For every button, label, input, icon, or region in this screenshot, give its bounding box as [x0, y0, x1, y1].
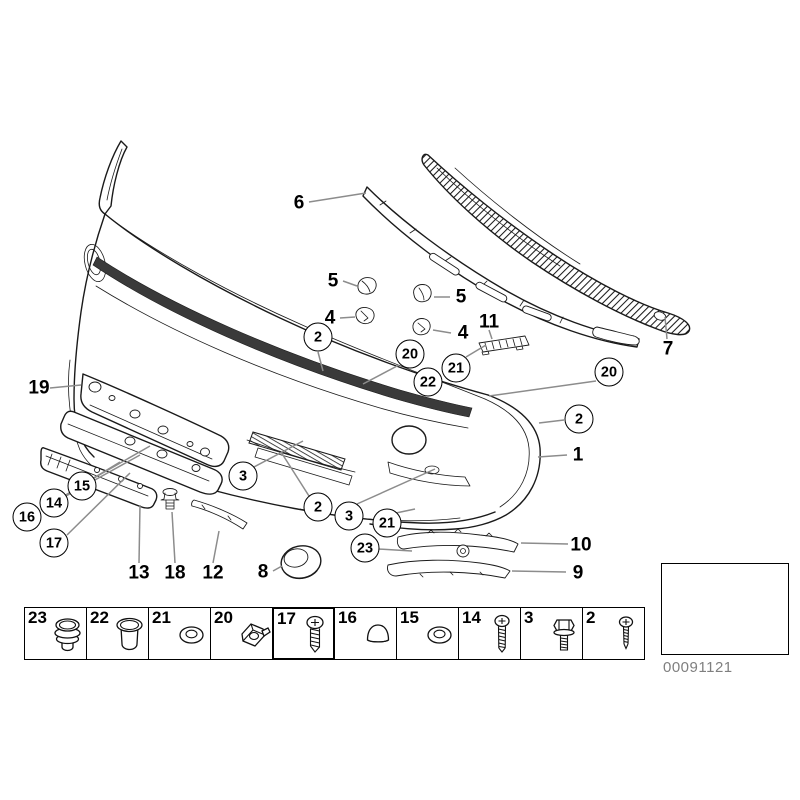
legend-cell-16[interactable]: 16 [334, 607, 397, 660]
part-label-9-10[interactable]: 9 [572, 562, 584, 584]
circled-callout-2-11[interactable]: 2 [303, 492, 333, 522]
legend-cell-20[interactable]: 20 [210, 607, 273, 660]
part-label-12-14[interactable]: 12 [202, 562, 224, 584]
circled-callout-20-1[interactable]: 20 [395, 339, 425, 369]
circled-callout-17-10[interactable]: 17 [39, 528, 69, 558]
long-screw-icon [483, 613, 519, 657]
circled-callout-20-4[interactable]: 20 [594, 357, 624, 387]
circled-callout-21-13[interactable]: 21 [372, 508, 402, 538]
circled-callout-21-2[interactable]: 21 [441, 353, 471, 383]
leader-lines [40, 192, 668, 573]
part-label-1-8[interactable]: 1 [572, 444, 584, 466]
part-label-10-9[interactable]: 10 [570, 534, 592, 556]
bracket-11-art [478, 335, 530, 356]
circled-callout-22-3[interactable]: 22 [413, 367, 443, 397]
legend-number: 2 [586, 608, 596, 627]
washer-icon [421, 613, 457, 657]
lower-strip-10-art [396, 528, 519, 558]
bushing-icon [111, 613, 147, 657]
circled-callout-15-7[interactable]: 15 [67, 471, 97, 501]
part-label-8-11[interactable]: 8 [257, 561, 269, 583]
legend-number: 22 [90, 608, 109, 627]
expanding-rivet-18-art [160, 488, 180, 510]
legend-cell-21[interactable]: 21 [148, 607, 211, 660]
part-label-11-6[interactable]: 11 [478, 311, 500, 333]
pan-screw-icon [296, 614, 332, 658]
trim-strip-6-art [362, 186, 640, 348]
circled-callout-3-6[interactable]: 3 [228, 461, 258, 491]
washer-icon [173, 613, 209, 657]
car-thumbnail-box [661, 563, 789, 655]
part-label-7-1[interactable]: 7 [662, 338, 674, 360]
legend-strip: 23 22 21 20 17 16 15 14 3 2 [24, 607, 645, 660]
lower-strip-9-art [387, 559, 511, 579]
diagram-code: 00091121 [663, 659, 733, 676]
part-label-6-0[interactable]: 6 [293, 192, 305, 214]
circled-callout-23-14[interactable]: 23 [350, 533, 380, 563]
legend-number: 3 [524, 608, 534, 627]
legend-cell-17[interactable]: 17 [272, 607, 335, 660]
legend-number: 14 [462, 608, 481, 627]
plate-carrier-art [60, 410, 223, 495]
legend-number: 17 [277, 609, 296, 628]
impact-strip-7-art [421, 153, 691, 336]
part-label-5-2[interactable]: 5 [327, 270, 339, 292]
legend-number: 15 [400, 608, 419, 627]
legend-cell-22[interactable]: 22 [86, 607, 149, 660]
bezel-ring-8-art [280, 545, 322, 580]
legend-cell-3[interactable]: 3 [520, 607, 583, 660]
legend-cell-2[interactable]: 2 [582, 607, 645, 660]
hex-bolt-icon [545, 613, 581, 657]
part-label-13-12[interactable]: 13 [128, 562, 150, 584]
legend-number: 23 [28, 608, 47, 627]
support-plate-19-art [80, 373, 230, 468]
legend-cell-15[interactable]: 15 [396, 607, 459, 660]
clip-nut-icon [235, 613, 271, 657]
circled-callout-2-0[interactable]: 2 [303, 322, 333, 352]
legend-cell-14[interactable]: 14 [458, 607, 521, 660]
small-screw-icon [607, 613, 643, 657]
part-label-19-7[interactable]: 19 [28, 377, 50, 399]
cover-caps-art [355, 277, 432, 336]
legend-number: 16 [338, 608, 357, 627]
part-label-5-3[interactable]: 5 [455, 286, 467, 308]
part-label-4-5[interactable]: 4 [457, 322, 469, 344]
legend-number: 21 [152, 608, 171, 627]
circled-callout-2-5[interactable]: 2 [564, 404, 594, 434]
circled-callout-3-12[interactable]: 3 [334, 501, 364, 531]
legend-number: 20 [214, 608, 233, 627]
grommet-icon [49, 613, 85, 657]
circled-callout-16-9[interactable]: 16 [12, 502, 42, 532]
legend-cell-23[interactable]: 23 [24, 607, 87, 660]
bumper-cover-art [68, 140, 541, 531]
part-label-18-13[interactable]: 18 [164, 562, 186, 584]
trim-strip-12-art [191, 499, 248, 530]
part-label-4-4[interactable]: 4 [324, 307, 336, 329]
cap-icon [359, 613, 395, 657]
circled-callout-14-8[interactable]: 14 [39, 488, 69, 518]
